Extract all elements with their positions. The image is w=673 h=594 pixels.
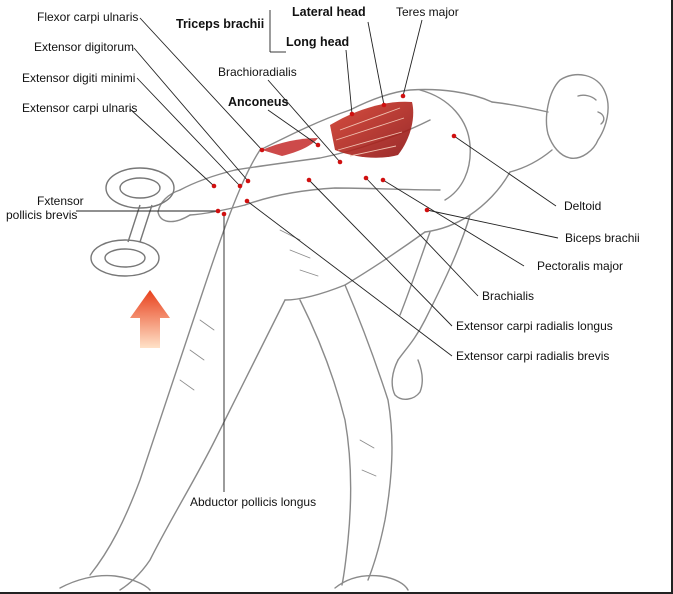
label-deltoid: Deltoid bbox=[564, 199, 602, 213]
marker-dots bbox=[211, 93, 457, 217]
label-flexor-carpi-ulnaris: Flexor carpi ulnaris bbox=[37, 10, 139, 24]
label-biceps-brachii: Biceps brachii bbox=[565, 231, 640, 245]
left-leg-outline bbox=[89, 149, 261, 576]
label-pectoralis-major: Pectoralis major bbox=[537, 259, 624, 273]
label-brachialis: Brachialis bbox=[482, 289, 535, 303]
label-extensor-carpi-radialis-longus: Extensor carpi radialis longus bbox=[456, 319, 613, 333]
triceps-highlight bbox=[262, 101, 414, 158]
label-triceps-brachii: Triceps brachii bbox=[176, 17, 265, 31]
head-outline bbox=[545, 73, 609, 159]
label-extensor-carpi-ulnaris: Extensor carpi ulnaris bbox=[22, 101, 138, 115]
label-extensor-pollicis-brevis-line1: Fxtensor bbox=[37, 194, 84, 208]
label-extensor-digiti-minimi: Extensor digiti minimi bbox=[22, 71, 136, 85]
dumbbell-icon bbox=[90, 167, 175, 277]
label-brachioradialis: Brachioradialis bbox=[218, 65, 297, 79]
up-arrow-icon bbox=[130, 290, 170, 348]
deltoid-outline bbox=[419, 89, 471, 201]
label-extensor-pollicis-brevis-line2: pollicis brevis bbox=[6, 208, 78, 222]
label-extensor-digitorum: Extensor digitorum bbox=[34, 40, 135, 54]
bottom-frame-border bbox=[0, 592, 673, 594]
label-teres-major: Teres major bbox=[396, 5, 459, 19]
right-leg-outline bbox=[344, 284, 393, 581]
label-abductor-pollicis-longus: Abductor pollicis longus bbox=[190, 495, 317, 509]
label-extensor-carpi-radialis-brevis: Extensor carpi radialis brevis bbox=[456, 349, 610, 363]
right-frame-border bbox=[671, 0, 673, 594]
label-lateral-head: Lateral head bbox=[292, 5, 366, 19]
label-anconeus: Anconeus bbox=[228, 95, 289, 109]
label-long-head: Long head bbox=[286, 35, 350, 49]
leader-lines bbox=[76, 10, 559, 492]
